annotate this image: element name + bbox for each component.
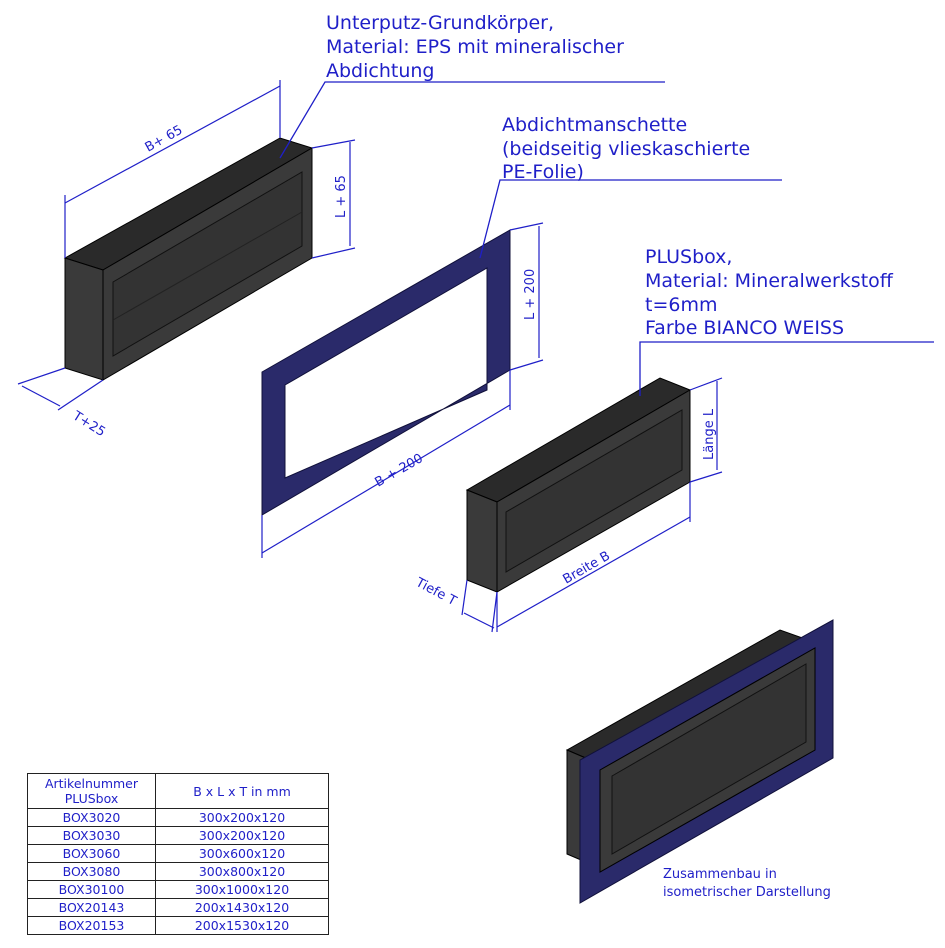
dimension-laenge: Länge L [689, 377, 723, 483]
dim-label-breite: Breite B [561, 549, 613, 588]
svg-text:isometrischer Darstellung: isometrischer Darstellung [663, 885, 831, 900]
cell-dims: 200x1530x120 [155, 916, 329, 935]
table-row: BOX3060 300x600x120 [27, 844, 329, 863]
cell-dims: 300x800x120 [155, 862, 329, 881]
header-dimensions: B x L x T in mm [155, 773, 329, 809]
cell-article: BOX3030 [27, 826, 156, 845]
table-row: BOX30100 300x1000x120 [27, 880, 329, 899]
cell-article: BOX3060 [27, 844, 156, 863]
svg-text:t=6mm: t=6mm [645, 294, 717, 316]
table-row: BOX20143 200x1430x120 [27, 898, 329, 917]
article-table: Artikelnummer PLUSbox B x L x T in mm BO… [27, 773, 329, 935]
label-grundkoerper: Unterputz-Grundkörper, Material: EPS mit… [326, 12, 624, 82]
dim-label-b65: B+ 65 [143, 123, 186, 156]
dim-label-laenge: Länge L [702, 408, 717, 460]
dim-label-b200: B + 200 [373, 451, 426, 490]
svg-text:Farbe BIANCO WEISS: Farbe BIANCO WEISS [645, 317, 844, 339]
table-row: BOX20153 200x1530x120 [27, 916, 329, 935]
cell-article: BOX30100 [27, 880, 156, 899]
dim-label-l65: L + 65 [334, 175, 349, 218]
svg-text:Material: EPS mit mineralische: Material: EPS mit mineralischer [326, 36, 624, 58]
assembly [565, 619, 834, 904]
grundkoerper-box [63, 137, 314, 381]
table-header-row: Artikelnummer PLUSbox B x L x T in mm [27, 773, 329, 809]
svg-text:Unterputz-Grundkörper,: Unterputz-Grundkörper, [326, 12, 554, 34]
cell-article: BOX20153 [27, 916, 156, 935]
dimension-l65: L + 65 [311, 139, 356, 259]
cell-dims: 200x1430x120 [155, 898, 329, 917]
svg-text:Abdichtung: Abdichtung [326, 60, 434, 82]
leader-plusbox [639, 341, 934, 396]
dimension-l200: L + 200 [509, 222, 544, 371]
cell-article: BOX3080 [27, 862, 156, 881]
label-zusammenbau: Zusammenbau in isometrischer Darstellung [663, 867, 831, 900]
svg-text:Zusammenbau in: Zusammenbau in [663, 867, 777, 882]
svg-text:PLUSbox,: PLUSbox, [645, 246, 732, 268]
cell-dims: 300x200x120 [155, 826, 329, 845]
table-row: BOX3080 300x800x120 [27, 862, 329, 881]
cell-dims: 300x1000x120 [155, 880, 329, 899]
cell-dims: 300x200x120 [155, 808, 329, 827]
table-row: BOX3030 300x200x120 [27, 826, 329, 845]
leader-grundkoerper [279, 81, 665, 159]
svg-text:(beidseitig vlieskaschierte: (beidseitig vlieskaschierte [502, 138, 750, 160]
plusbox [465, 377, 692, 593]
cell-article: BOX3020 [27, 808, 156, 827]
cell-article: BOX20143 [27, 898, 156, 917]
svg-text:Material: Mineralwerkstoff: Material: Mineralwerkstoff [645, 270, 894, 292]
dimension-t25: T+25 [17, 367, 108, 440]
label-manschette: Abdichtmanschette (beidseitig vlieskasch… [502, 114, 750, 183]
cell-dims: 300x600x120 [155, 844, 329, 863]
dim-label-tiefe: Tiefe T [412, 575, 459, 609]
svg-text:PE-Folie): PE-Folie) [502, 161, 584, 183]
dim-label-l200: L + 200 [523, 269, 538, 320]
header-article-number: Artikelnummer PLUSbox [27, 773, 156, 809]
table-row: BOX3020 300x200x120 [27, 808, 329, 827]
leader-manschette [479, 179, 782, 259]
label-plusbox: PLUSbox, Material: Mineralwerkstoff t=6m… [645, 246, 894, 339]
svg-text:Abdichtmanschette: Abdichtmanschette [502, 114, 687, 136]
dim-label-t25: T+25 [69, 408, 108, 440]
